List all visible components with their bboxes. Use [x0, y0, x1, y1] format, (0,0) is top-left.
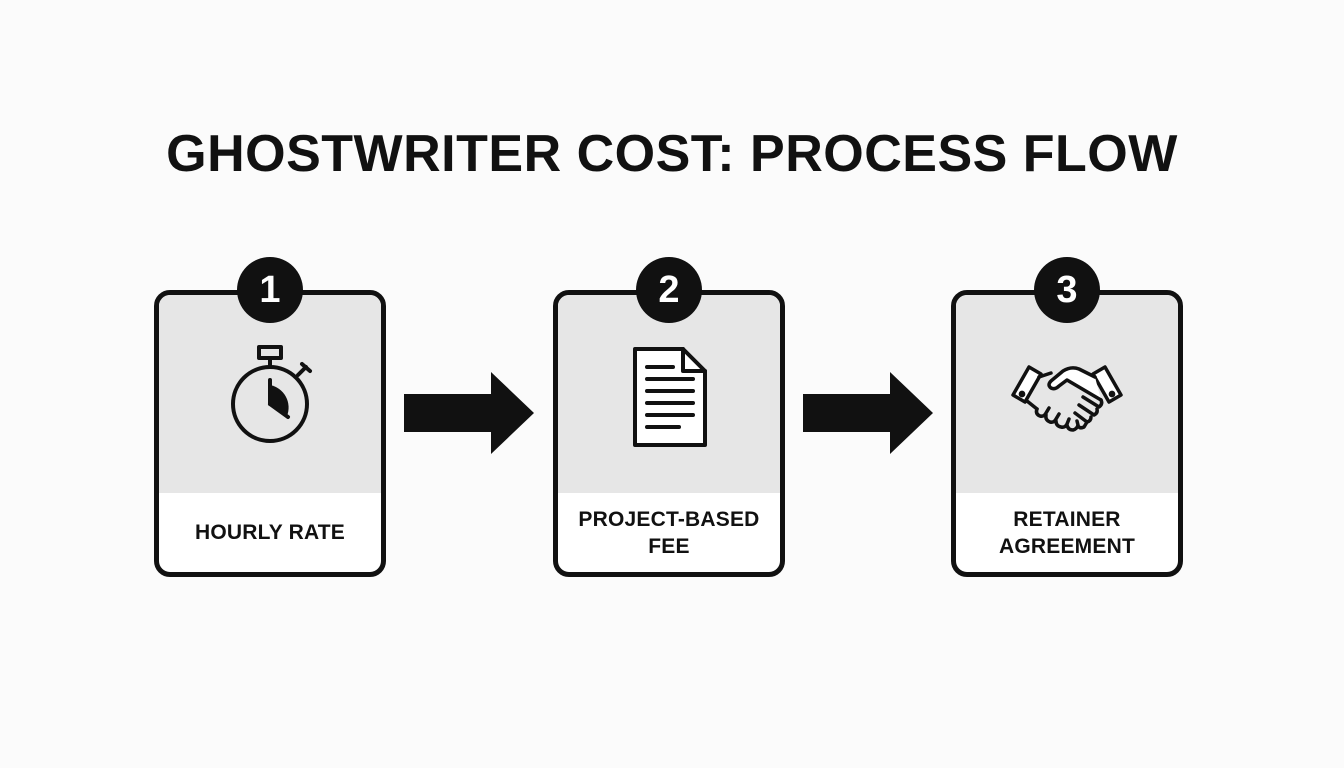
step-number-badge: 1: [237, 257, 303, 323]
step-label: RETAINER AGREEMENT: [999, 507, 1135, 558]
diagram-title: GHOSTWRITER COST: PROCESS FLOW: [166, 125, 1178, 183]
step-label: PROJECT-BASED FEE: [578, 507, 760, 558]
flow-arrow-icon: [803, 372, 933, 454]
step-number-badge: 2: [636, 257, 702, 323]
card-icon-panel: [956, 295, 1178, 493]
step-card-project-based-fee: 2 PROJECT-BASED FEE: [553, 257, 785, 577]
stopwatch-icon: [231, 345, 312, 443]
step-card-retainer-agreement: 3 RETAINER AGREEMENT: [951, 257, 1183, 577]
flow-arrow-icon: [404, 372, 534, 454]
step-card-hourly-rate: 1 HOURLY RATE: [154, 257, 386, 577]
document-icon: [633, 347, 707, 447]
handshake-icon: [1011, 365, 1123, 432]
step-label: HOURLY RATE: [195, 521, 345, 544]
step-number-badge: 3: [1034, 257, 1100, 323]
